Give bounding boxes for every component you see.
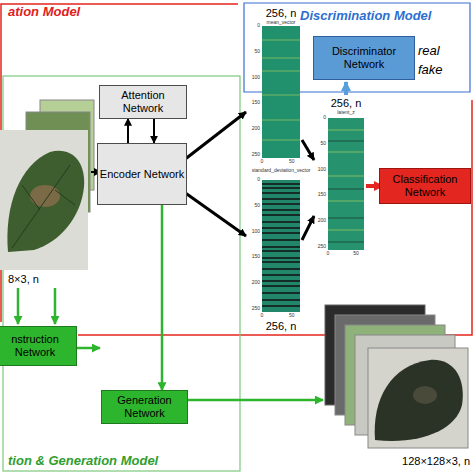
heatmap-stripes <box>328 130 364 230</box>
box-label: Discriminator Network <box>314 45 414 70</box>
box-label: Generation Network <box>102 394 187 419</box>
heatmap <box>262 180 300 312</box>
heatmap-stripes <box>262 40 300 140</box>
network-box: Discriminator Network <box>313 36 415 80</box>
leaf-vein <box>12 165 75 248</box>
flow-arrow <box>302 140 314 160</box>
std-heatmap <box>262 180 300 312</box>
axis-tick: 150 <box>318 192 326 198</box>
heatmap-stripes <box>328 141 364 242</box>
flow-arrow <box>17 288 20 324</box>
connector-arrow <box>153 119 155 143</box>
dimension-label: 256, n <box>266 7 297 19</box>
axis-tick: 0 <box>257 23 260 29</box>
axis-tick: 0 <box>261 159 264 165</box>
axis-tick: 200 <box>318 218 326 224</box>
axis-tick: 100 <box>318 167 326 173</box>
axis-tick: 0 <box>323 115 326 121</box>
network-box: Classification Network <box>379 168 471 204</box>
box-label: Classification Network <box>380 173 470 198</box>
axis-tick: 50 <box>320 141 326 147</box>
connector-arrow <box>161 205 164 390</box>
flow-arrow <box>302 216 314 240</box>
axis-tick: 250 <box>252 306 260 312</box>
leaf-spot <box>413 386 437 404</box>
axis-tick: 50 <box>353 251 359 257</box>
axis-tick: 200 <box>252 126 260 132</box>
image-frame <box>0 130 88 270</box>
region-outline <box>1 4 238 322</box>
connector-arrow <box>127 119 129 143</box>
axis-tick: 50 <box>289 159 295 165</box>
image-frame <box>368 348 468 448</box>
flow-arrow <box>184 112 246 160</box>
network-box: Encoder Network <box>97 143 187 205</box>
output-image-stack <box>325 305 468 448</box>
axis-tick: 100 <box>252 75 260 81</box>
region-title: ation Model <box>8 5 80 19</box>
dimension-label: 256, n <box>331 97 362 109</box>
dimension-label: 128×128×3, n <box>402 455 470 467</box>
axis-tick: 50 <box>254 49 260 55</box>
flow-arrow <box>74 347 100 350</box>
box-label: Encoder Network <box>100 168 184 181</box>
axis-tick: 50 <box>289 313 295 319</box>
dimension-label: 256, n <box>266 320 297 332</box>
dimension-label: 8×3, n <box>8 273 39 285</box>
axis-tick: 250 <box>252 152 260 158</box>
plot-title: standard_deviation_vector <box>252 168 311 174</box>
plot-title: latent_z <box>337 110 355 116</box>
axis-tick: 0 <box>327 251 330 257</box>
heatmap <box>262 26 300 158</box>
axis-tick: 150 <box>252 254 260 260</box>
axis-tick: 0 <box>257 177 260 183</box>
flow-arrow <box>344 82 348 95</box>
box-label: Attention Network <box>100 89 186 114</box>
axis-tick: 50 <box>254 203 260 209</box>
axis-tick: 150 <box>252 100 260 106</box>
axis-tick: 100 <box>252 229 260 235</box>
axis-tick: 0 <box>261 313 264 319</box>
input-image-stack <box>0 100 94 270</box>
leaf-shape <box>7 151 84 252</box>
flow-arrow <box>184 399 323 402</box>
output-label: real <box>418 44 440 58</box>
network-box: nstruction Network <box>0 326 77 366</box>
leaf-spot <box>30 185 60 207</box>
mean-heatmap <box>262 26 300 158</box>
output-label: fake <box>418 63 443 77</box>
flow-arrow <box>54 288 57 324</box>
plot-title: mean_vector <box>267 20 296 26</box>
latent-heatmap <box>328 118 364 250</box>
network-box: Generation Network <box>101 390 188 423</box>
flow-arrow <box>184 192 246 236</box>
network-box: Attention Network <box>99 85 187 118</box>
heatmap-stripes <box>262 184 300 306</box>
axis-tick: 200 <box>252 280 260 286</box>
region-title: tion & Generation Model <box>8 454 158 468</box>
box-label: nstruction Network <box>0 333 76 358</box>
leaf-shape <box>375 360 463 441</box>
heatmap <box>328 118 364 250</box>
axis-tick: 250 <box>318 244 326 250</box>
region-title: Discrimination Model <box>300 9 431 23</box>
